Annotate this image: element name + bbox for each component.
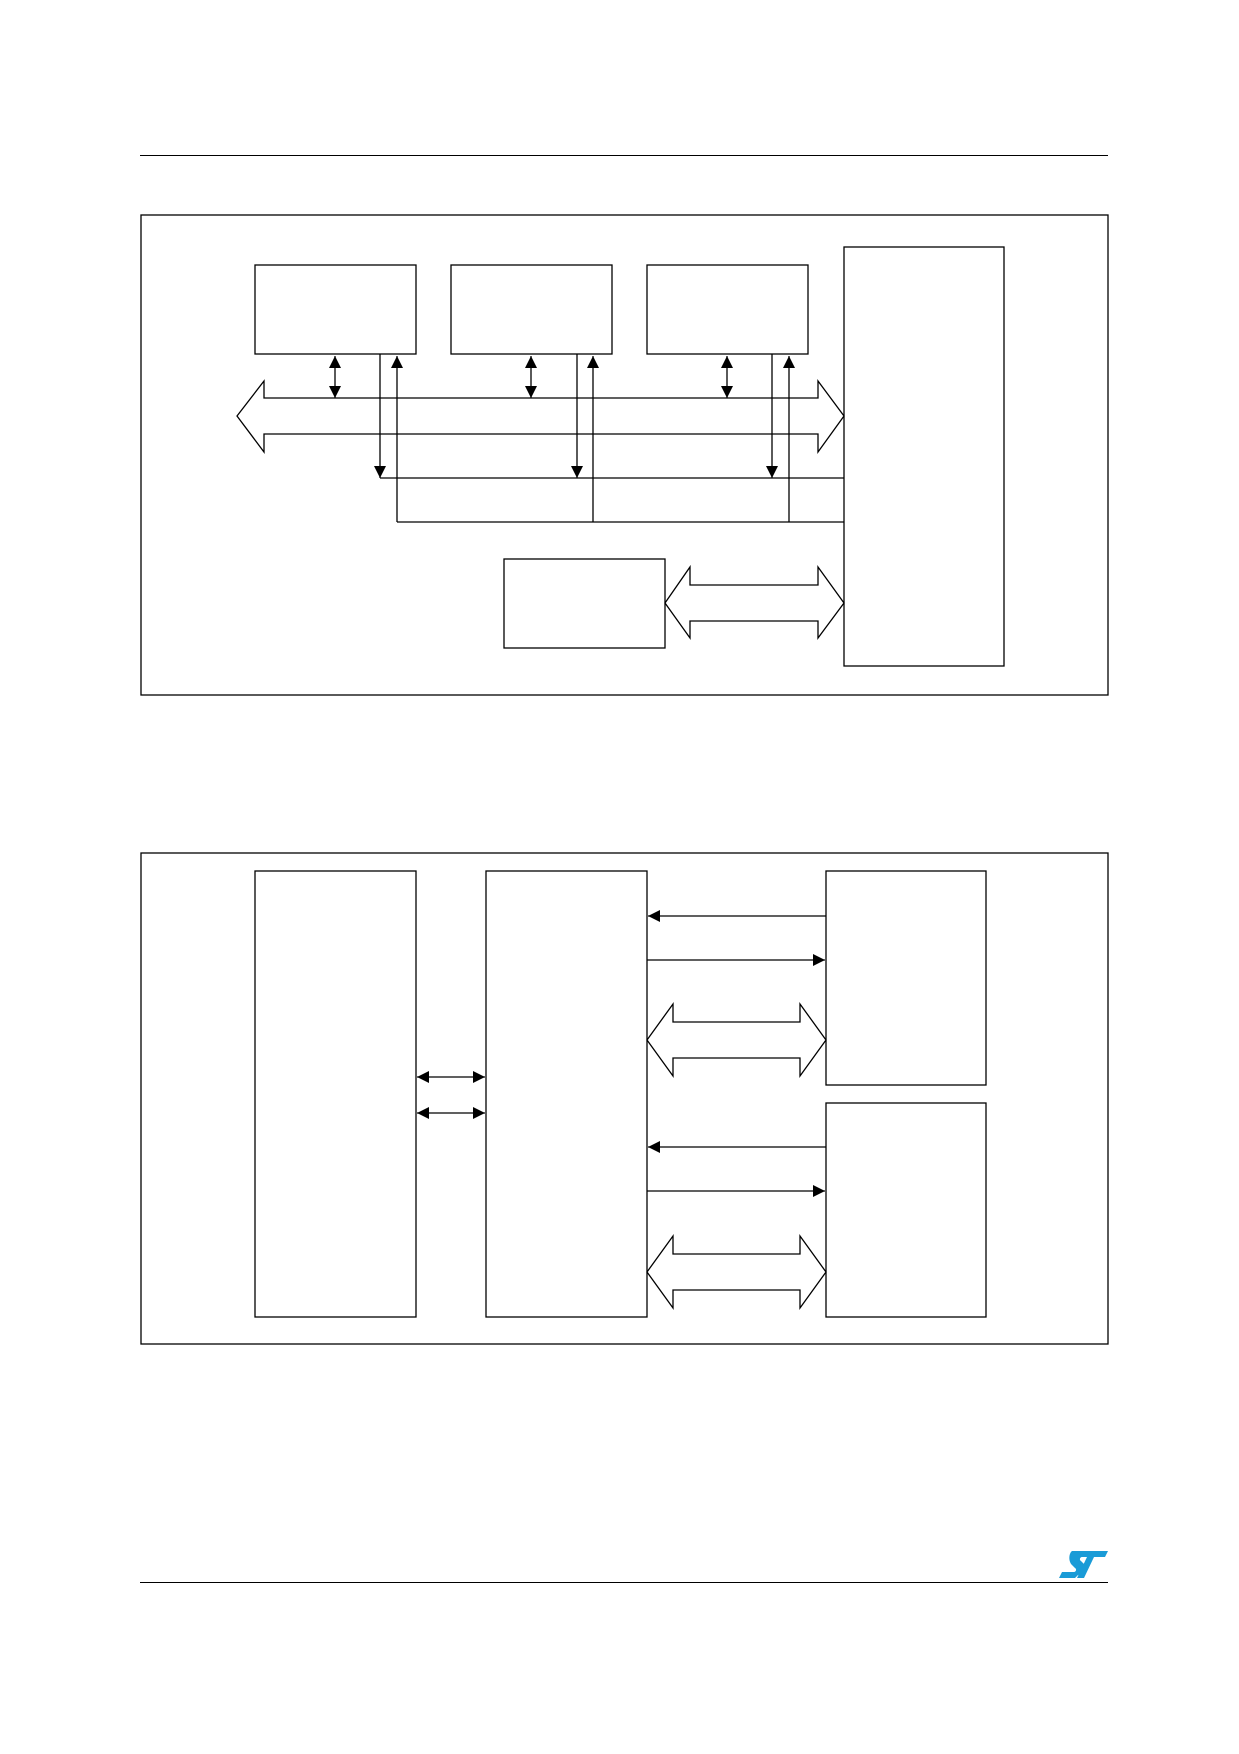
bottom-diagram-frame xyxy=(140,852,1109,1345)
block-lower xyxy=(503,558,666,649)
main-bus-arrow xyxy=(236,379,845,455)
block-c xyxy=(646,264,809,355)
top-diagram xyxy=(140,214,1109,696)
footer-rule xyxy=(140,1582,1108,1583)
block-right-lower xyxy=(825,1102,987,1318)
top-diagram-frame xyxy=(140,214,1109,696)
block-middle-tall xyxy=(485,870,648,1318)
st-logo-icon xyxy=(1059,1551,1108,1578)
middle-right-upper-bus-arrow xyxy=(646,1001,827,1079)
block-right-tall xyxy=(843,246,1005,667)
header-rule xyxy=(140,155,1108,156)
bottom-diagram xyxy=(140,852,1109,1345)
middle-right-lower-bus-arrow xyxy=(646,1233,827,1311)
block-right-upper xyxy=(825,870,987,1086)
block-a xyxy=(254,264,417,355)
block-left-tall xyxy=(254,870,417,1318)
block-b xyxy=(450,264,613,355)
lower-block-bus-arrow xyxy=(664,564,845,641)
